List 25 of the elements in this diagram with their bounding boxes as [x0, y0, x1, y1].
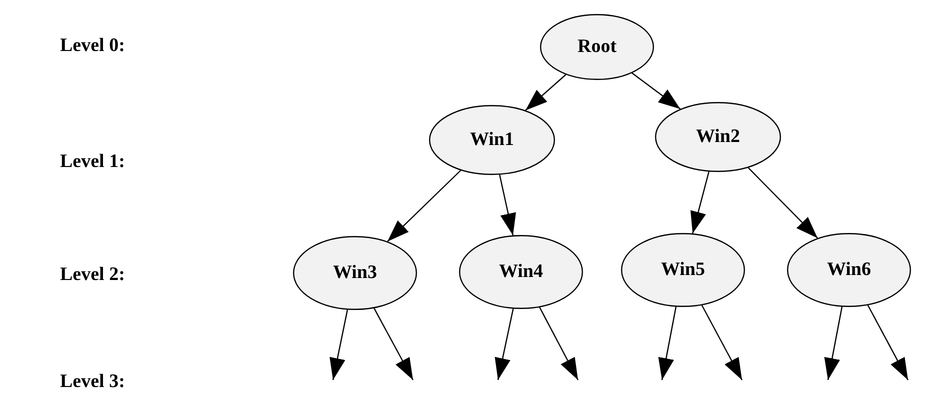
node-label: Win1 [470, 129, 514, 151]
arrow [387, 170, 462, 242]
arrow [867, 304, 909, 380]
arrow [330, 310, 348, 380]
level-label: Level 3: [60, 371, 125, 393]
level-label: Level 1: [60, 151, 125, 173]
node-label: Root [577, 36, 617, 58]
node-label: Win2 [696, 126, 740, 148]
node-label: Win3 [332, 262, 377, 284]
arrow [499, 174, 516, 236]
node-label: Win4 [498, 261, 543, 283]
arrow [824, 306, 843, 380]
arrow [494, 308, 514, 380]
arrow [374, 308, 414, 380]
node-label: Win5 [660, 259, 705, 281]
arrow [632, 72, 681, 110]
arrow [539, 307, 579, 380]
level-label: Level 0: [60, 35, 125, 57]
level-label: Level 2: [60, 264, 125, 286]
arrow [701, 304, 743, 380]
node-label: Win6 [826, 259, 871, 281]
arrow [658, 306, 677, 380]
arrow [525, 74, 566, 111]
arrow [690, 171, 710, 234]
arrow [748, 167, 818, 239]
